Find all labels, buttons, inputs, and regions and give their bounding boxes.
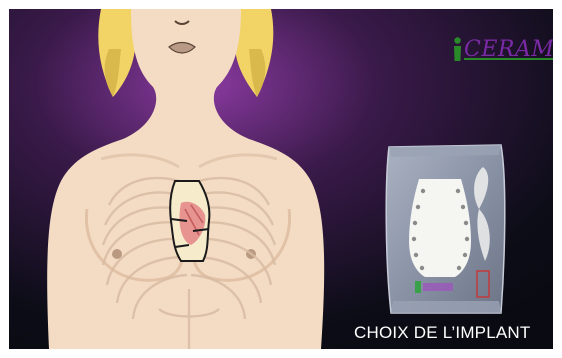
brand-name: CERAM bbox=[464, 39, 553, 61]
logo: CERAM bbox=[452, 37, 553, 61]
sternal-implant-icon bbox=[409, 179, 471, 277]
implant-package-icon bbox=[386, 145, 505, 313]
video-frame: CERAM CHOIX DE L’IMPLANT bbox=[9, 9, 553, 349]
sternum-defect bbox=[170, 181, 209, 261]
slide-caption: CHOIX DE L’IMPLANT bbox=[354, 323, 530, 343]
iceram-logo-i-icon bbox=[452, 37, 463, 61]
